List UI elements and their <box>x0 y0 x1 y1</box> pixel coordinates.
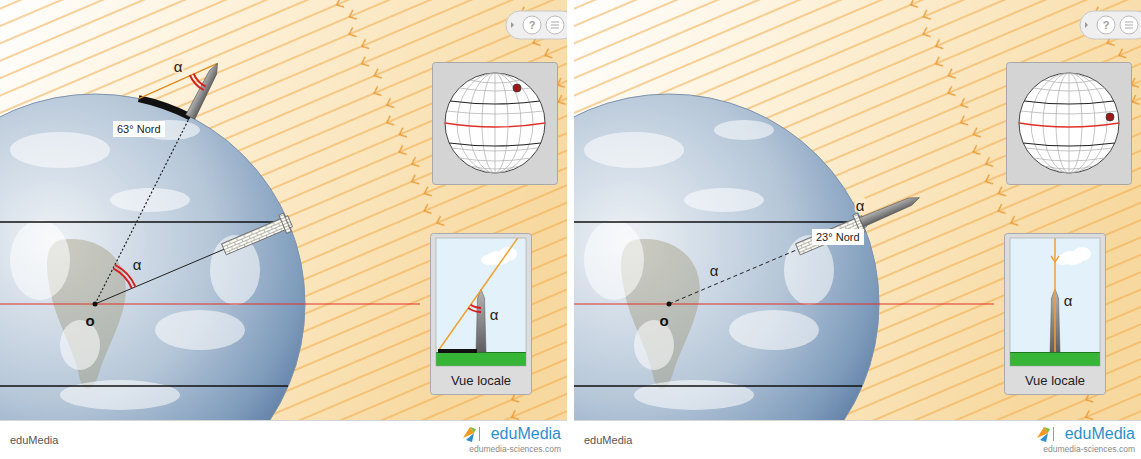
angle-alpha: α <box>173 59 184 74</box>
local-view-panel: Vue locale <box>1004 233 1106 395</box>
well-and-obelisk <box>794 189 923 259</box>
angle-alpha: α <box>489 307 500 322</box>
center-point: o <box>85 313 94 328</box>
center-point: o <box>659 313 668 328</box>
panel-a-figure <box>93 61 531 351</box>
help-button: ? <box>529 20 536 31</box>
brand-logo: eduMedia <box>1065 426 1135 442</box>
local-view-panel: Vue locale <box>430 233 532 395</box>
angle-alpha: α <box>855 198 866 213</box>
latitude-label: 63° Nord <box>117 123 161 135</box>
well-tube <box>220 212 294 259</box>
help-button: ? <box>1103 20 1110 31</box>
view-caption: Vue locale <box>451 374 511 388</box>
angle-alpha: α <box>132 257 143 272</box>
obelisk <box>186 61 222 119</box>
panel-a-figure <box>93 302 98 307</box>
panel-b-figure <box>667 302 672 307</box>
brand-url: edumedia-sciences.com <box>469 445 561 454</box>
angle-alpha: α <box>709 263 720 278</box>
shadow-arc <box>139 99 191 117</box>
location-dot <box>1106 113 1114 121</box>
panel-b-figure <box>1054 238 1056 352</box>
view-caption: Vue locale <box>1025 374 1085 388</box>
angle-alpha: α <box>1063 293 1074 308</box>
illustration <box>0 0 576 459</box>
shadow <box>438 349 477 353</box>
panel-a-figure <box>438 238 526 351</box>
brand-logo: eduMedia <box>491 426 561 442</box>
panel-a-figure <box>95 97 200 304</box>
latitude-label: 23° Nord <box>816 231 860 243</box>
location-dot <box>513 84 521 92</box>
angle-arc <box>190 74 206 91</box>
angle-arc <box>113 265 135 289</box>
panel-b-figure <box>667 113 1115 352</box>
panel-a-figure <box>438 238 526 351</box>
well-tube <box>279 213 291 233</box>
brand-name: eduMedia <box>584 435 632 446</box>
panel-b-figure <box>669 249 798 304</box>
latitude-tag: 23° Nord <box>812 229 864 245</box>
brand-name: eduMedia <box>10 435 58 446</box>
well-and-obelisk <box>859 193 921 227</box>
brand-url: edumedia-sciences.com <box>1043 445 1135 454</box>
panel-a-figure <box>95 249 224 304</box>
panel-b-figure <box>1051 256 1059 262</box>
illustration <box>459 0 1141 459</box>
latitude-tag: 63° Nord <box>113 121 165 137</box>
obelisk <box>186 61 222 119</box>
angle-arc <box>468 305 481 312</box>
